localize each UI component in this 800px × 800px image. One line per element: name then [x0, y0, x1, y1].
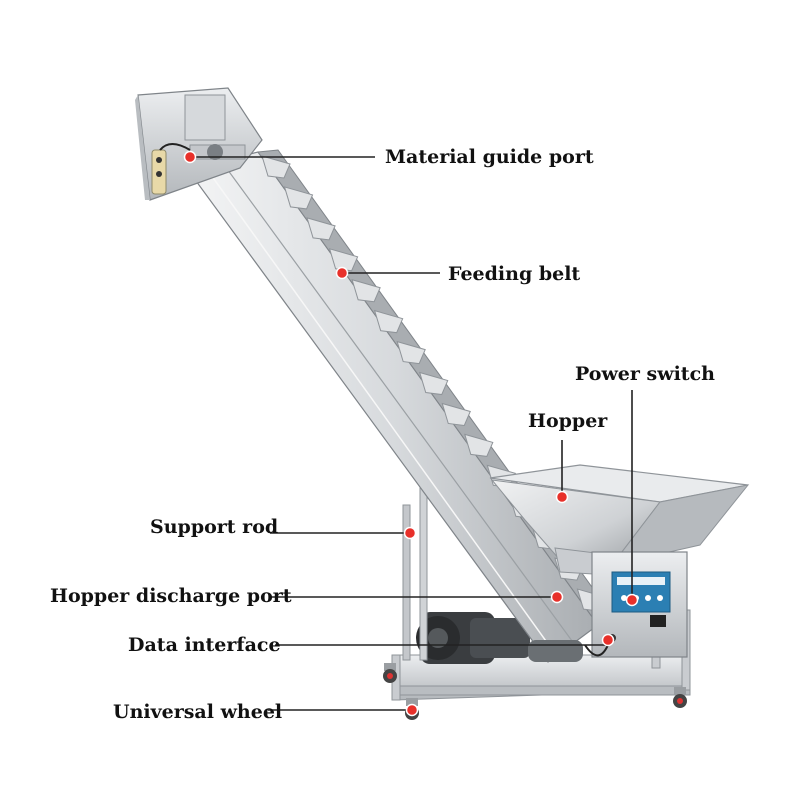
belt-bucket [418, 371, 449, 396]
marker-hopper-discharge-port [550, 590, 564, 604]
belt-bucket [464, 433, 494, 457]
hopper-shape [489, 464, 750, 576]
belt-bucket [441, 402, 471, 427]
belt-bucket [396, 340, 426, 365]
marker-power-switch [625, 593, 639, 607]
belt-bucket [373, 309, 404, 334]
machine-illustration [135, 87, 750, 720]
marker-support-rod [403, 526, 417, 540]
marker-universal-wheel [405, 703, 419, 717]
markers [183, 150, 639, 717]
label-support-rod: Support rod [150, 516, 278, 538]
marker-material-guide-port [183, 150, 197, 164]
marker-data-interface [601, 633, 615, 647]
belt-bucket [351, 279, 381, 303]
callout-labels: Material guide port Feeding belt Power s… [50, 146, 715, 723]
label-hopper-discharge-port: Hopper discharge port [50, 585, 292, 607]
label-hopper: Hopper [528, 410, 608, 432]
label-universal-wheel: Universal wheel [113, 701, 282, 723]
wheel-back-left [383, 663, 397, 683]
conveyor-head [135, 87, 263, 201]
control-box [591, 551, 688, 658]
label-power-switch: Power switch [575, 363, 715, 385]
label-data-interface: Data interface [128, 634, 281, 656]
marker-feeding-belt [335, 266, 349, 280]
belt-bucket [328, 248, 359, 272]
belt-bucket [306, 217, 336, 241]
drive-motor [416, 612, 530, 664]
label-feeding-belt: Feeding belt [448, 263, 580, 285]
marker-hopper [555, 490, 569, 504]
label-material-guide-port: Material guide port [385, 146, 594, 168]
belt-bucket [261, 155, 291, 179]
wheel-right [673, 687, 687, 708]
belt-bucket [283, 186, 314, 210]
leader-lines [190, 156, 633, 711]
